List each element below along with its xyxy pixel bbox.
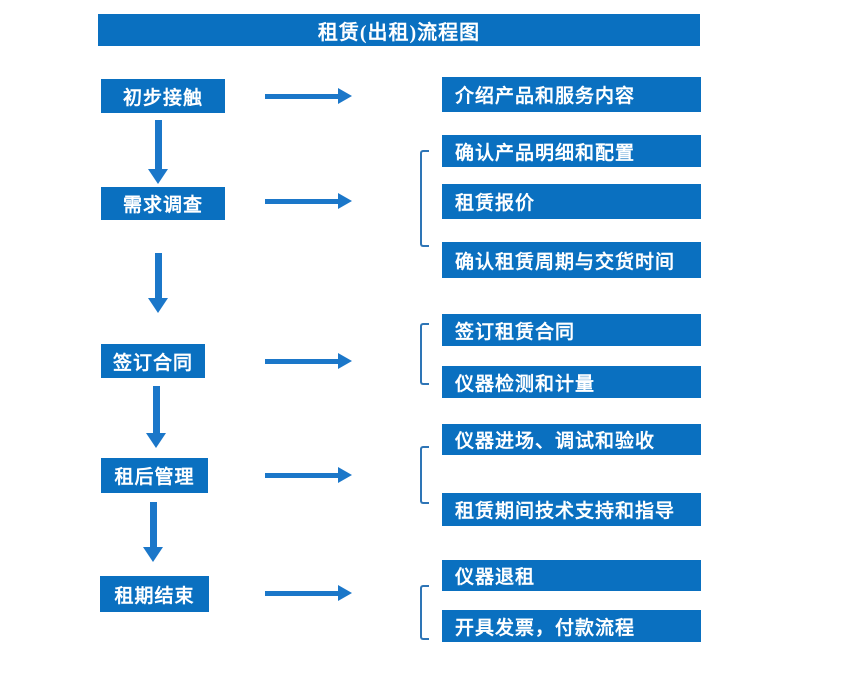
detail-box-sign-rental-contract: 签订租赁合同 xyxy=(442,314,701,346)
down-arrow-4-head-icon xyxy=(143,547,163,562)
detail-box-confirm-period-delivery: 确认租赁周期与交货时间 xyxy=(442,242,701,278)
down-arrow-3-head-icon xyxy=(146,433,166,448)
down-arrow-2-shaft xyxy=(154,253,162,298)
right-arrow-4 xyxy=(265,467,352,483)
right-arrow-1-head-icon xyxy=(338,88,352,104)
right-arrow-3 xyxy=(265,353,352,369)
right-arrow-1-shaft xyxy=(265,93,338,99)
group-bracket-post-rental xyxy=(420,446,429,504)
step-box-initial-contact: 初步接触 xyxy=(101,79,225,113)
down-arrow-4-shaft xyxy=(149,502,157,547)
detail-box-introduce-products: 介绍产品和服务内容 xyxy=(442,77,701,112)
down-arrow-1-shaft xyxy=(154,120,162,169)
detail-box-technical-support: 租赁期间技术支持和指导 xyxy=(442,493,701,526)
step-box-rental-end: 租期结束 xyxy=(100,576,209,612)
down-arrow-3-shaft xyxy=(152,386,160,433)
down-arrow-2-head-icon xyxy=(148,298,168,313)
right-arrow-5-head-icon xyxy=(338,585,352,601)
right-arrow-2-shaft xyxy=(265,198,338,204)
step-box-post-rental-management: 租后管理 xyxy=(101,458,208,493)
flowchart-title: 租赁(出租)流程图 xyxy=(98,14,700,46)
detail-box-invoice-payment: 开具发票，付款流程 xyxy=(442,610,701,642)
right-arrow-1 xyxy=(265,88,352,104)
down-arrow-2 xyxy=(148,253,168,313)
detail-box-instrument-return: 仪器退租 xyxy=(442,560,701,591)
down-arrow-4 xyxy=(143,502,163,562)
right-arrow-5-shaft xyxy=(265,590,338,596)
right-arrow-2-head-icon xyxy=(338,193,352,209)
down-arrow-1-head-icon xyxy=(148,169,168,184)
step-box-sign-contract: 签订合同 xyxy=(101,344,205,378)
down-arrow-3 xyxy=(146,386,166,448)
detail-box-instrument-setup-acceptance: 仪器进场、调试和验收 xyxy=(442,424,701,455)
detail-box-instrument-testing: 仪器检测和计量 xyxy=(442,366,701,398)
right-arrow-2 xyxy=(265,193,352,209)
detail-box-rental-quote: 租赁报价 xyxy=(442,184,701,219)
step-box-demand-survey: 需求调查 xyxy=(101,187,225,220)
right-arrow-4-head-icon xyxy=(338,467,352,483)
detail-box-confirm-product-config: 确认产品明细和配置 xyxy=(442,135,701,167)
right-arrow-3-head-icon xyxy=(338,353,352,369)
group-bracket-rental-end xyxy=(420,585,429,640)
right-arrow-3-shaft xyxy=(265,358,338,364)
group-bracket-sign-contract xyxy=(420,323,429,385)
down-arrow-1 xyxy=(148,120,168,184)
right-arrow-5 xyxy=(265,585,352,601)
group-bracket-demand-survey xyxy=(420,150,429,247)
right-arrow-4-shaft xyxy=(265,472,338,478)
